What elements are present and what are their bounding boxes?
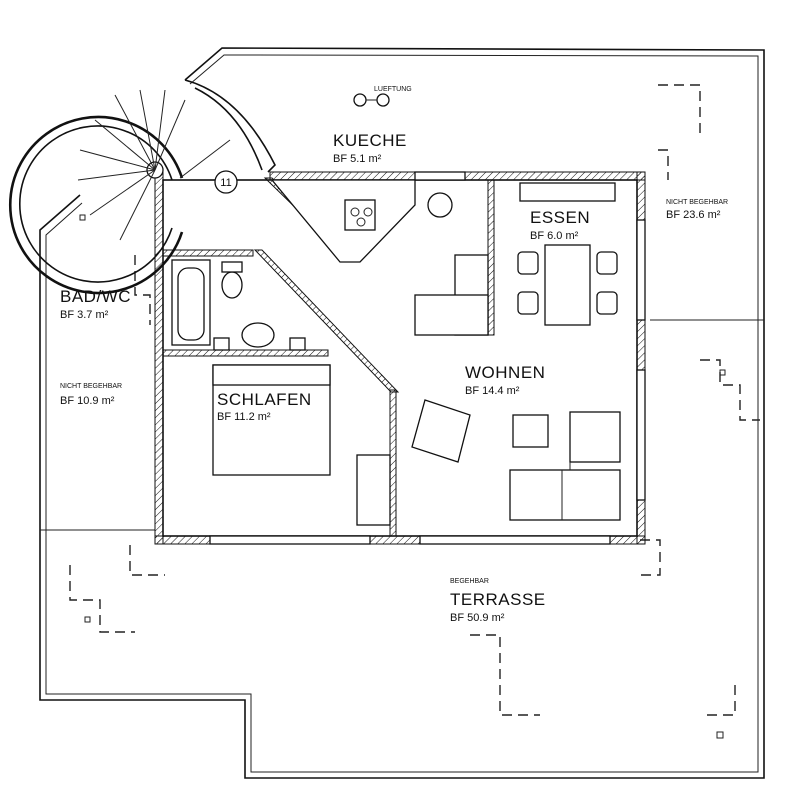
svg-text:11: 11 [220,177,231,189]
spiral-staircase [8,79,276,295]
kueche-area: BF 5.1 m² [333,153,382,165]
bedroom-furniture [212,364,391,526]
terrasse-name: TERRASSE [450,590,546,609]
kueche-name: KUECHE [333,131,407,150]
ventilation-symbol: LUEFTUNG [353,86,412,107]
wohnen-area: BF 14.4 m² [465,385,520,397]
bad-wc-area: BF 3.7 m² [60,309,109,321]
nicht-begehbar-right-area: BF 23.6 m² [666,209,721,221]
room-labels: KUECHE BF 5.1 m² ESSEN BF 6.0 m² WOHNEN … [60,131,728,624]
essen-area: BF 6.0 m² [530,230,579,242]
wohnen-name: WOHNEN [465,363,545,382]
dining-set [517,182,618,326]
nicht-begehbar-right-note: NICHT BEGEHBAR [666,199,728,206]
bathroom-fixtures [171,259,306,351]
ventilation-label: LUEFTUNG [374,86,412,93]
living-furniture [411,399,621,521]
bad-wc-name: BAD/WC [60,287,131,306]
nicht-begehbar-left-note: NICHT BEGEHBAR [60,383,122,390]
dashed-markers [69,84,760,739]
terrasse-area: BF 50.9 m² [450,612,505,624]
nicht-begehbar-left-area: BF 10.9 m² [60,395,115,407]
essen-name: ESSEN [530,208,590,227]
kitchen-counter [270,179,489,336]
schlafen-name: SCHLAFEN [217,390,312,409]
roof-outline [39,47,765,779]
terrasse-note: BEGEHBAR [450,578,489,585]
schlafen-area: BF 11.2 m² [217,411,271,423]
section-lines [40,319,764,531]
windows [209,171,646,545]
stair-number-marker: 11 [214,170,238,194]
